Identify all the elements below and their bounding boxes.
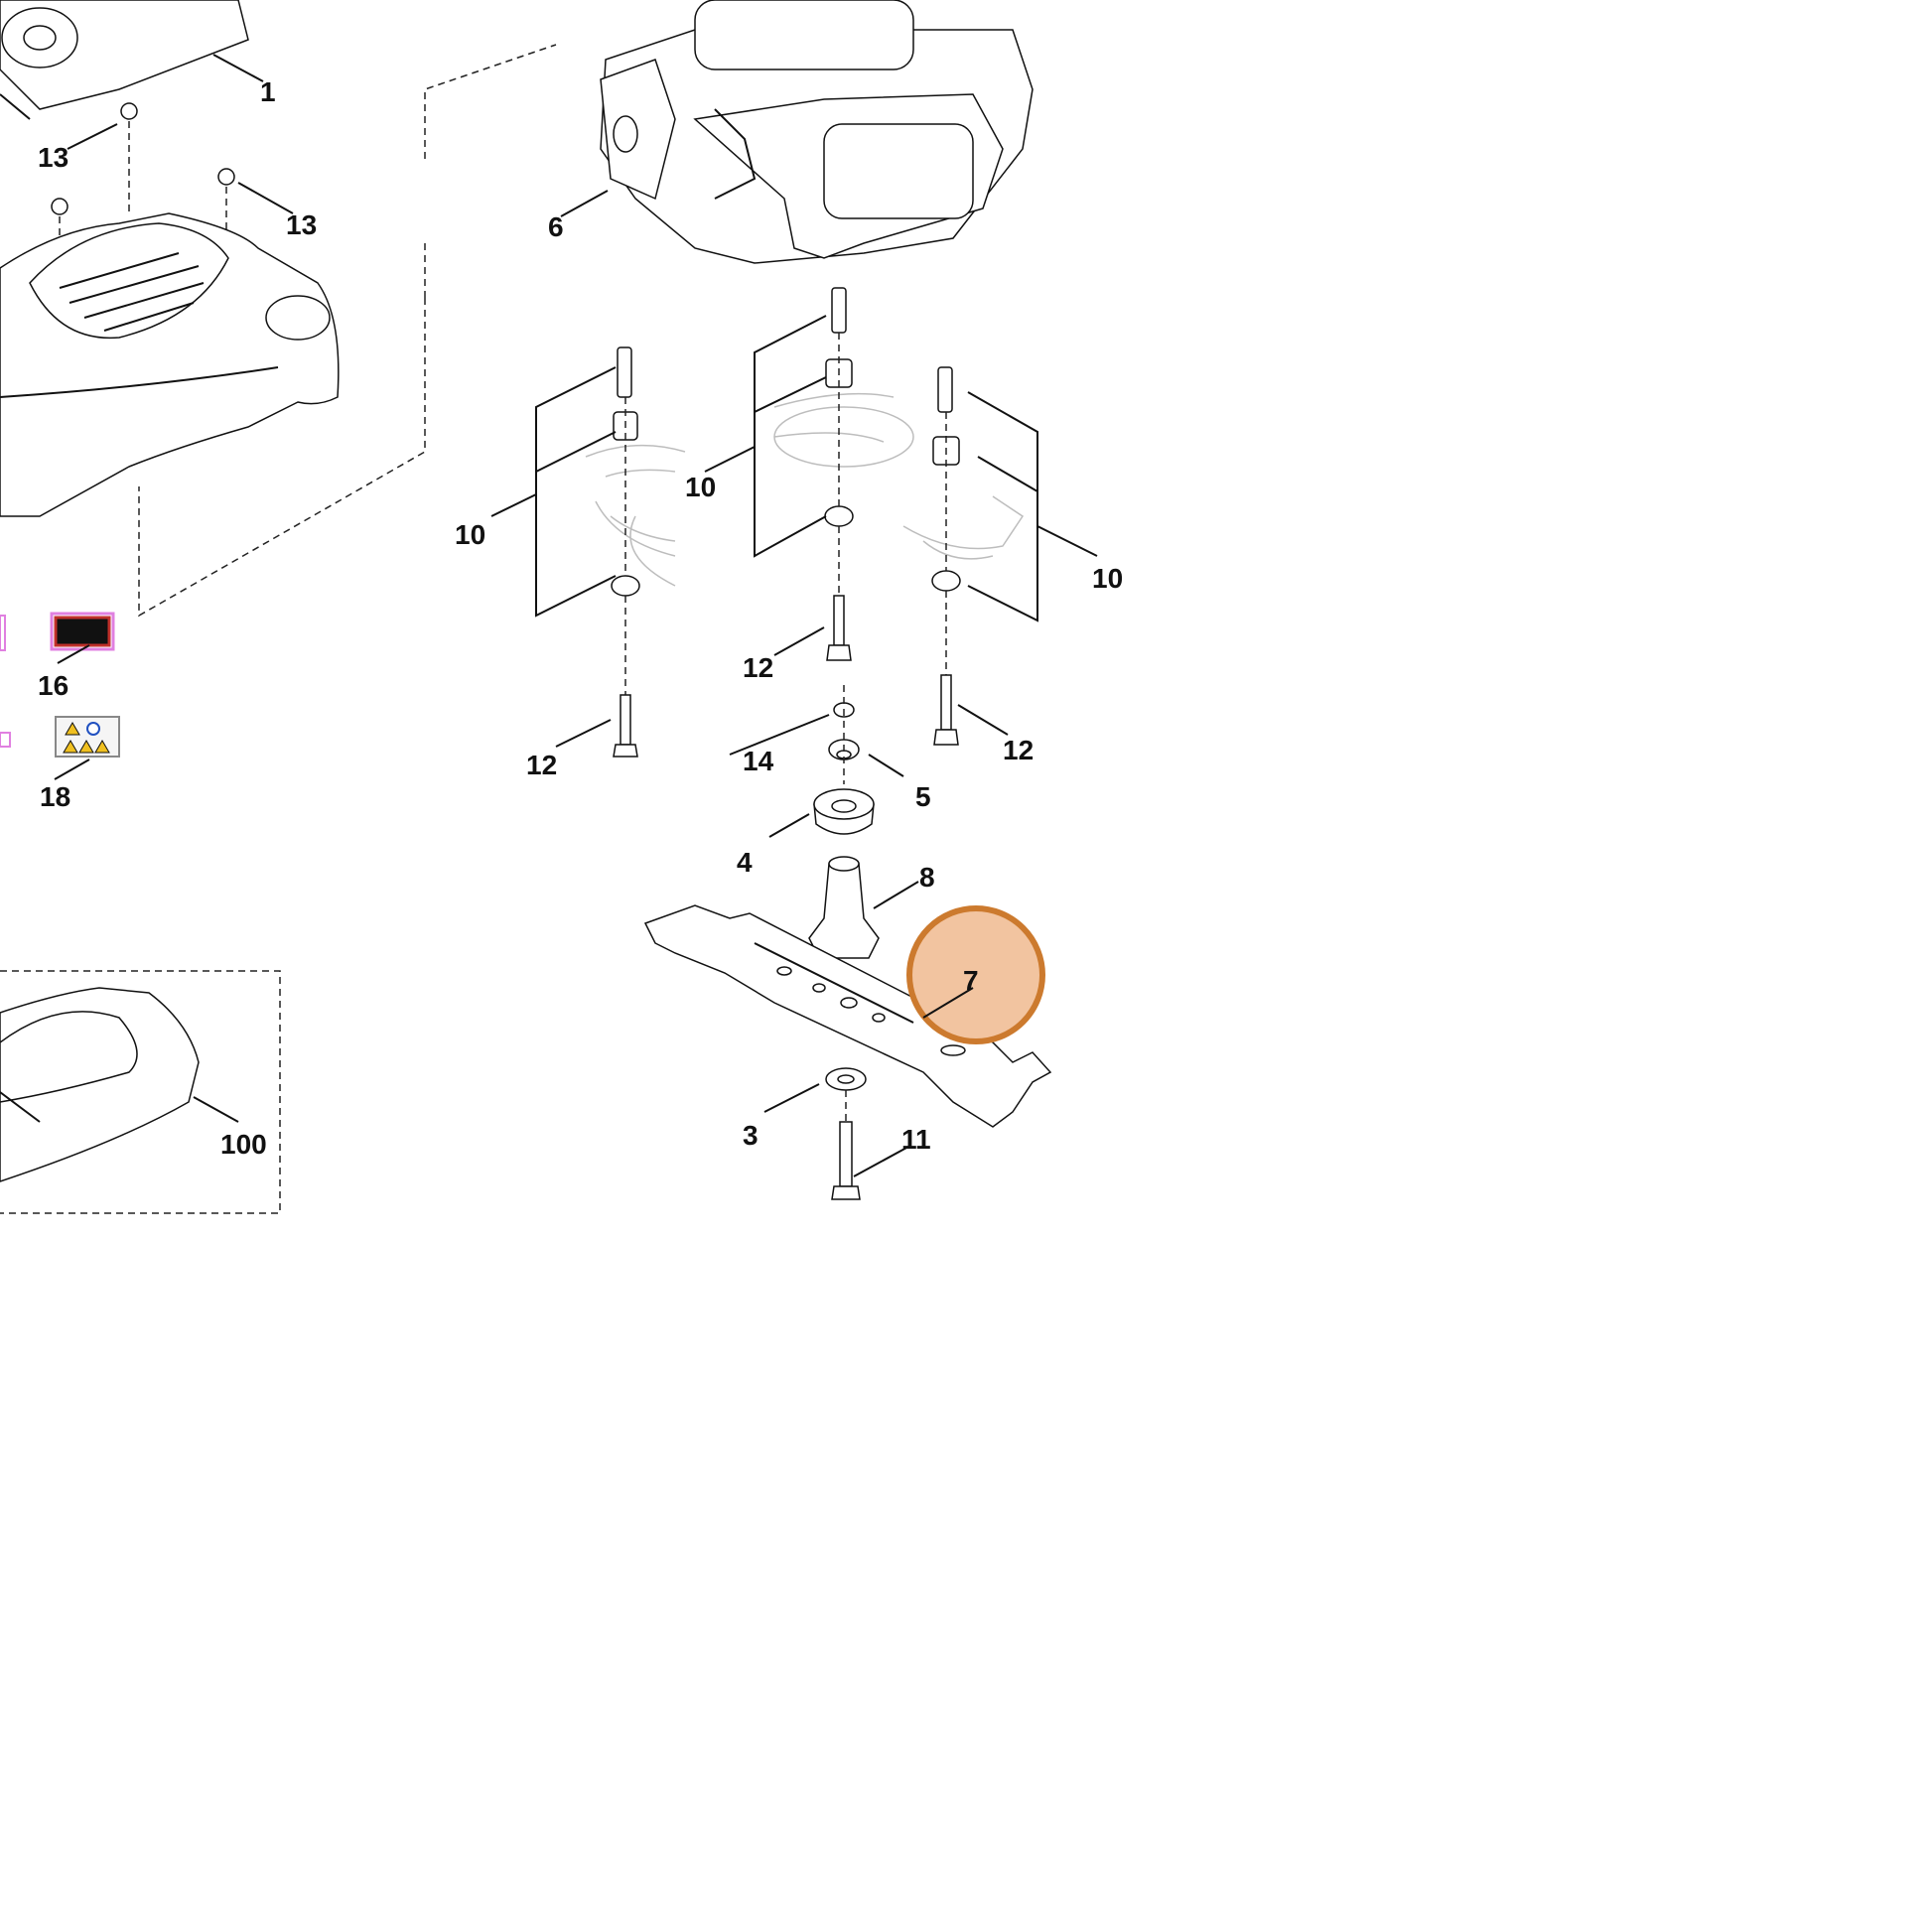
deck-outline (585, 392, 1025, 587)
callout-100: 100 (220, 1129, 267, 1160)
top-cover-part[interactable] (0, 0, 264, 120)
callout-13b: 13 (286, 209, 317, 240)
callout-16: 16 (38, 670, 69, 701)
engine-part[interactable] (560, 0, 1034, 264)
callout-10c: 10 (1092, 563, 1123, 594)
callout-12c: 12 (1003, 735, 1034, 765)
mount-stack-left[interactable] (490, 346, 640, 758)
callout-10b: 10 (685, 472, 716, 502)
housing-part[interactable] (0, 212, 340, 517)
callout-5: 5 (915, 781, 931, 812)
callout-4: 4 (737, 847, 753, 878)
washer-part-3[interactable] (763, 1067, 867, 1113)
mount-stack-center[interactable] (704, 287, 854, 661)
mower-blade-part[interactable] (643, 904, 1052, 1128)
callout-7: 7 (963, 965, 979, 996)
label-part-18[interactable] (0, 716, 120, 780)
label-part-16[interactable] (0, 612, 115, 664)
callout-12b: 12 (743, 652, 773, 683)
callout-12a: 12 (526, 750, 557, 780)
callout-14: 14 (743, 746, 774, 776)
bolt-part-11[interactable] (831, 1090, 909, 1200)
callout-8: 8 (919, 862, 935, 893)
callout-13a: 13 (38, 142, 69, 173)
blade-adapter-stack[interactable] (729, 685, 919, 959)
callout-6: 6 (548, 211, 564, 242)
callout-3: 3 (743, 1120, 759, 1151)
callout-18: 18 (40, 781, 70, 812)
callout-11: 11 (901, 1124, 931, 1155)
callout-1: 1 (260, 76, 276, 107)
callout-10a: 10 (455, 519, 485, 550)
highlight-circle[interactable] (906, 905, 1045, 1044)
mount-stack-right[interactable] (931, 366, 1098, 746)
housing-part-100[interactable] (0, 970, 281, 1214)
nut-part-13a[interactable] (67, 102, 138, 213)
